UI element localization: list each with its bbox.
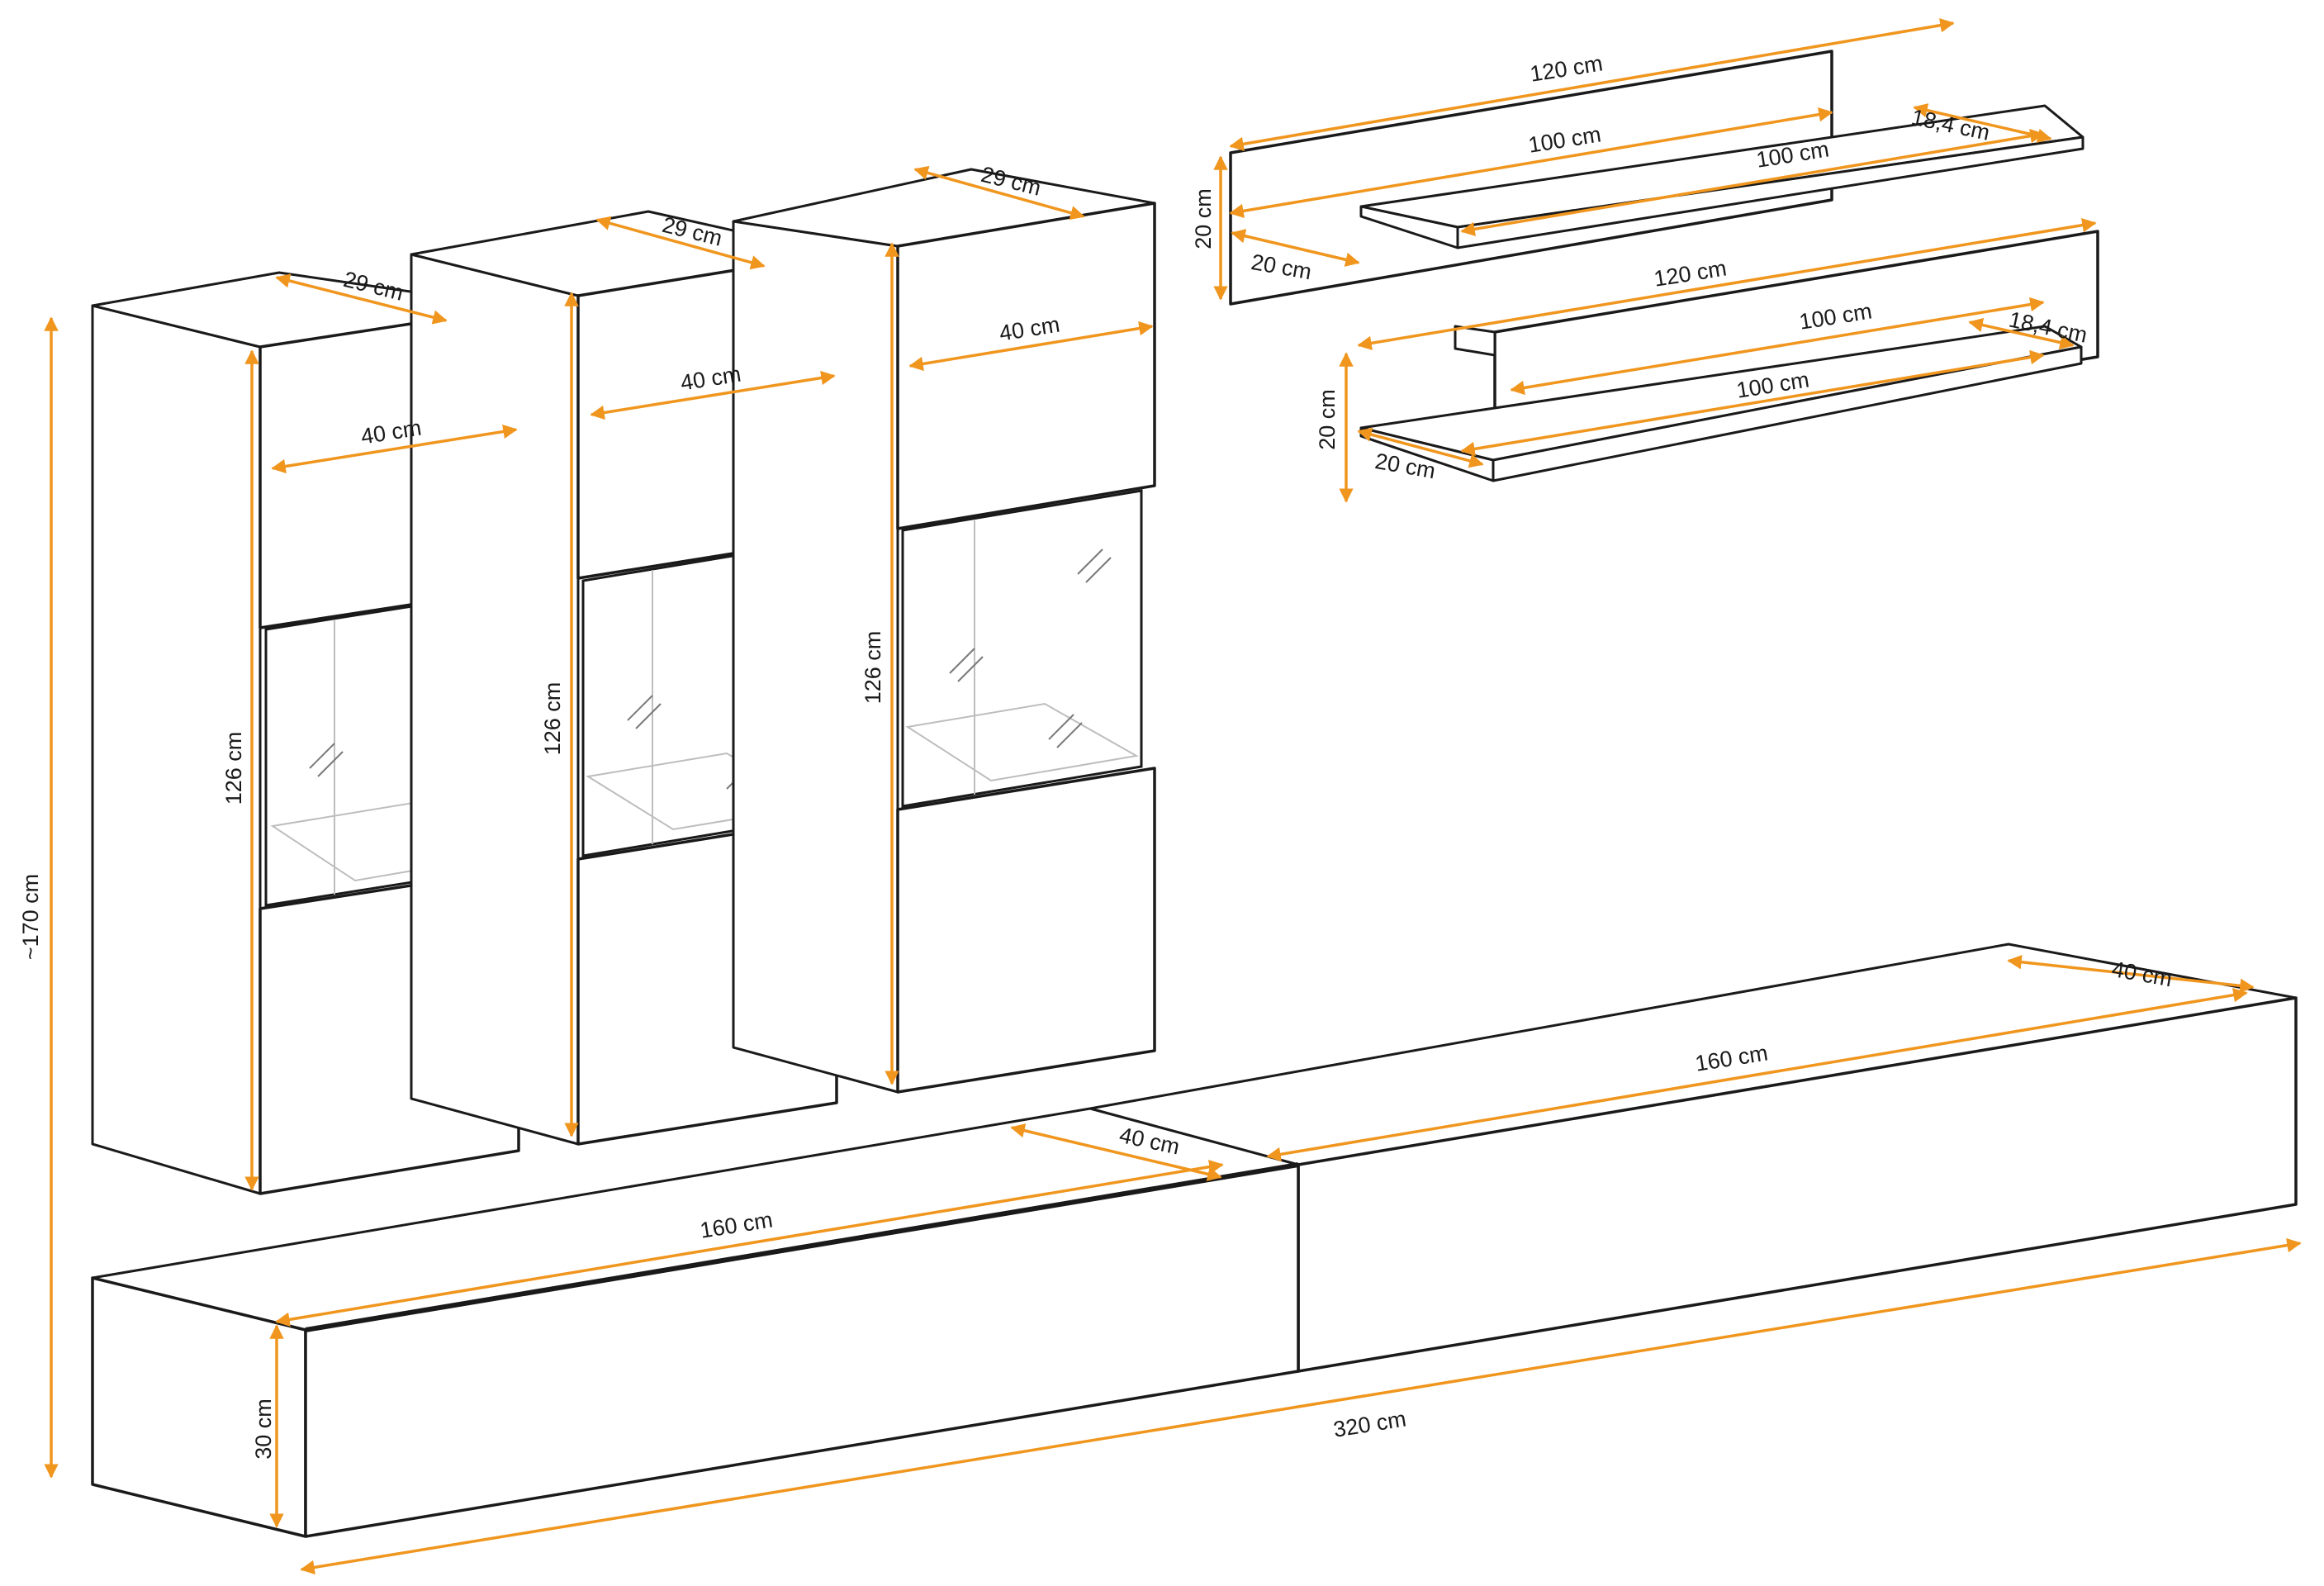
dimension-lines xyxy=(44,18,2302,1575)
label-left-cabinet-height: 126 cm xyxy=(221,732,246,805)
label-total-height: ~170 cm xyxy=(18,874,43,960)
shelf-bottom xyxy=(1359,230,2099,482)
label-middle-cabinet-height: 126 cm xyxy=(540,682,565,756)
cabinet-right xyxy=(732,168,1156,1094)
dim-total-width xyxy=(300,1237,2302,1575)
label-shelf-top-height: 20 cm xyxy=(1191,188,1216,249)
label-right-cabinet-height: 126 cm xyxy=(861,631,885,705)
label-shelf-bottom-height: 20 cm xyxy=(1315,389,1340,450)
glass-glare-icon xyxy=(949,548,1112,748)
label-shelf-top-width: 120 cm xyxy=(1529,50,1605,86)
label-tv-front-height: 30 cm xyxy=(251,1398,276,1460)
label-total-width: 320 cm xyxy=(1332,1406,1408,1441)
